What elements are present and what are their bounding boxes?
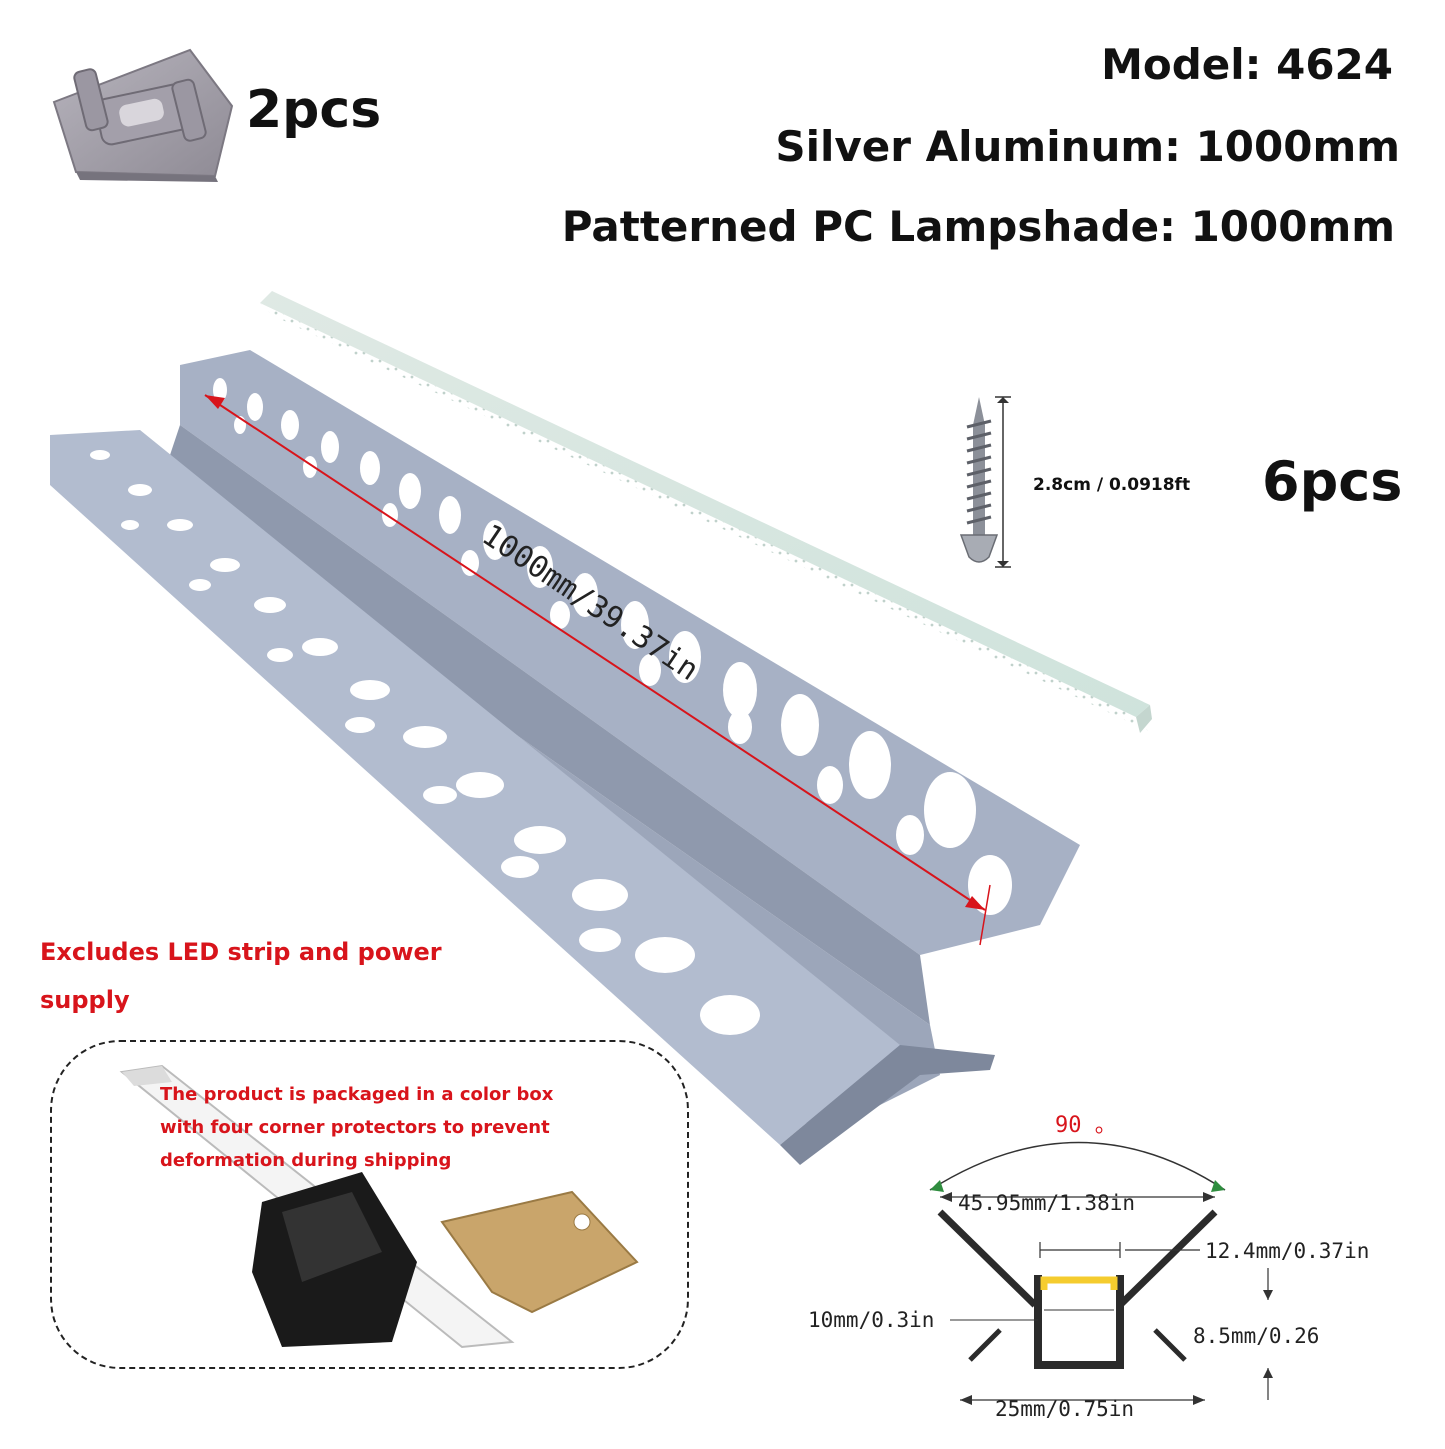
aluminum-spec: Silver Aluminum: 1000mm <box>775 122 1400 171</box>
end-cap-quantity: 2pcs <box>246 80 382 140</box>
packaging-callout: The product is packaged in a color box w… <box>50 1040 689 1369</box>
top-width-label: 45.95mm/1.38in <box>958 1191 1135 1215</box>
model-title: Model: 4624 <box>1101 40 1393 89</box>
bottom-width-label: 25mm/0.75in <box>995 1397 1134 1421</box>
excludes-notice: Excludes LED strip and power supply <box>40 938 442 1014</box>
end-cap-icon <box>40 40 240 190</box>
screw-length: 2.8cm / 0.0918ft <box>1033 475 1191 495</box>
packaging-text: The product is packaged in a color box w… <box>160 1084 554 1171</box>
depth-label: 10mm/0.3in <box>808 1308 934 1332</box>
packaging-box-image <box>119 1064 639 1349</box>
screw-quantity: 6pcs <box>1262 450 1403 513</box>
angle-label: 90 。 <box>1055 1113 1117 1138</box>
screw-icon <box>955 385 1025 585</box>
lampshade-spec: Patterned PC Lampshade: 1000mm <box>561 202 1395 251</box>
inner-width-label: 12.4mm/0.37in <box>1205 1239 1369 1263</box>
cross-section-diagram: 90 。 45.95mm/1.38in 12.4mm/0.37in 10mm/0… <box>800 1100 1410 1445</box>
height-label: 8.5mm/0.26 <box>1193 1324 1319 1348</box>
aluminum-profile-image: 1000mm/39.37in <box>40 285 1160 1245</box>
